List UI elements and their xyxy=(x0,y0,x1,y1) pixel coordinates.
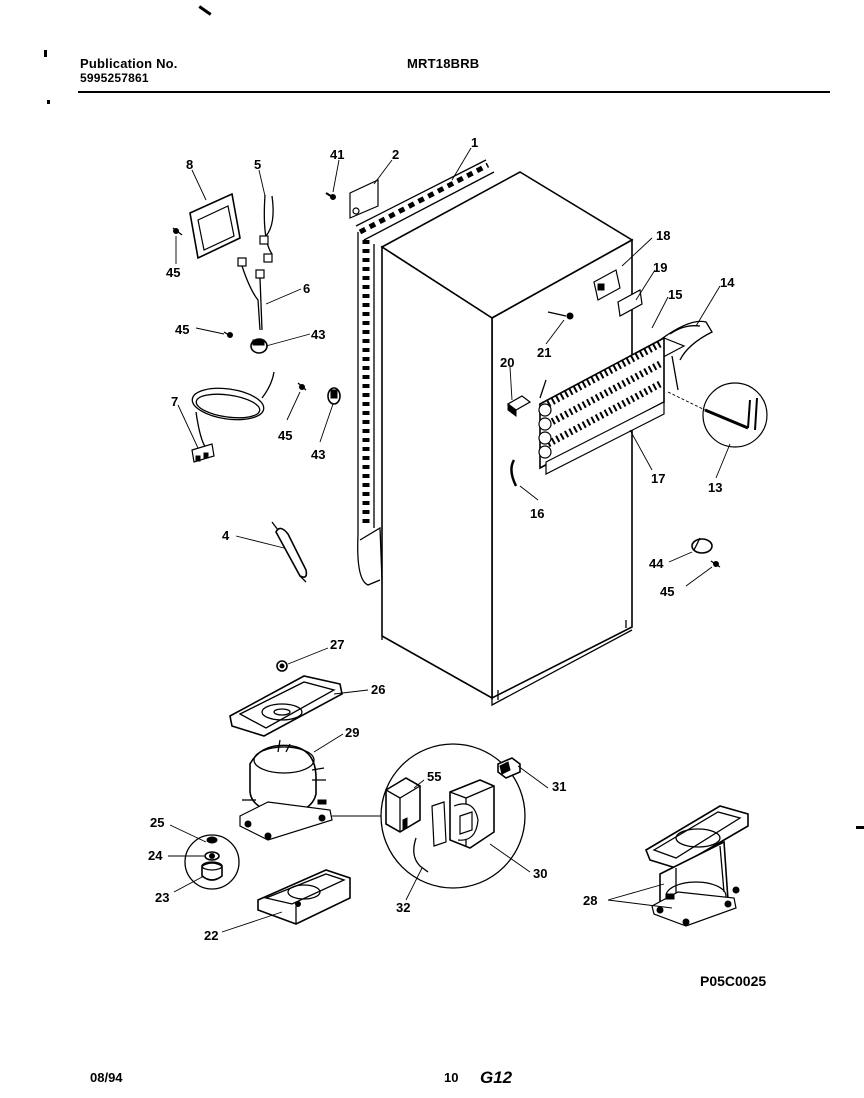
condenser-coil xyxy=(355,159,495,586)
callout-4: 4 xyxy=(222,528,230,543)
leader-lines xyxy=(168,147,731,933)
callout-45-c: 45 xyxy=(278,428,292,443)
callout-1: 1 xyxy=(471,135,478,150)
clamp-44 xyxy=(691,537,721,568)
mounting-bracket xyxy=(257,869,351,925)
publication-label: Publication No. xyxy=(80,56,178,71)
evaporator-assembly xyxy=(538,320,713,475)
callout-labels: 1 2 41 8 5 45 6 45 43 7 45 43 4 18 19 14… xyxy=(148,135,735,943)
callout-14: 14 xyxy=(720,275,735,290)
callout-43-b: 43 xyxy=(311,447,325,462)
callout-43-a: 43 xyxy=(311,327,325,342)
header-rule xyxy=(78,91,830,93)
callout-27: 27 xyxy=(330,637,344,652)
relay-overload-detail xyxy=(332,743,526,889)
screw-and-clip xyxy=(297,382,341,405)
callout-22: 22 xyxy=(204,928,218,943)
registration-mark-top xyxy=(44,50,47,57)
callout-25: 25 xyxy=(150,815,164,830)
defrost-component-4 xyxy=(271,521,308,583)
callout-24: 24 xyxy=(148,848,163,863)
bracket-2 xyxy=(325,179,379,219)
callout-45-a: 45 xyxy=(166,265,180,280)
refrigerator-cabinet xyxy=(380,171,634,707)
callout-30: 30 xyxy=(533,866,547,881)
callout-21: 21 xyxy=(537,345,551,360)
small-brackets xyxy=(506,269,643,487)
callout-17: 17 xyxy=(651,471,665,486)
callout-55: 55 xyxy=(427,769,441,784)
revision-date: 08/94 xyxy=(90,1070,123,1085)
power-cord xyxy=(191,371,275,463)
compressor-assembly xyxy=(645,805,749,927)
publication-number: 5995257861 xyxy=(80,71,149,85)
wire-harness xyxy=(223,194,274,354)
callout-19: 19 xyxy=(653,260,667,275)
callout-7: 7 xyxy=(171,394,178,409)
callout-45-d: 45 xyxy=(660,584,674,599)
drier-detail xyxy=(667,382,768,448)
callout-44: 44 xyxy=(649,556,664,571)
model-number: MRT18BRB xyxy=(407,56,480,71)
callout-20: 20 xyxy=(500,355,514,370)
callout-45-b: 45 xyxy=(175,322,189,337)
callout-23: 23 xyxy=(155,890,169,905)
callout-15: 15 xyxy=(668,287,682,302)
callout-29: 29 xyxy=(345,725,359,740)
page-number: 10 xyxy=(444,1070,459,1085)
callout-5: 5 xyxy=(254,157,261,172)
section-code: G12 xyxy=(480,1068,513,1087)
callout-31: 31 xyxy=(552,779,566,794)
callout-32: 32 xyxy=(396,900,410,915)
control-housing-8 xyxy=(172,192,241,260)
callout-2: 2 xyxy=(392,147,399,162)
registration-mark-mid xyxy=(47,100,50,104)
callout-28: 28 xyxy=(583,893,597,908)
registration-mark-right xyxy=(856,826,864,829)
drain-pan xyxy=(229,660,343,737)
callout-18: 18 xyxy=(656,228,670,243)
callout-6: 6 xyxy=(303,281,310,296)
callout-26: 26 xyxy=(371,682,385,697)
compressor xyxy=(239,739,333,841)
callout-13: 13 xyxy=(708,480,722,495)
drawing-code: P05C0025 xyxy=(700,973,767,989)
mounting-grommet-detail xyxy=(184,834,240,890)
callout-16: 16 xyxy=(530,506,544,521)
callout-8: 8 xyxy=(186,157,193,172)
callout-41: 41 xyxy=(330,147,344,162)
